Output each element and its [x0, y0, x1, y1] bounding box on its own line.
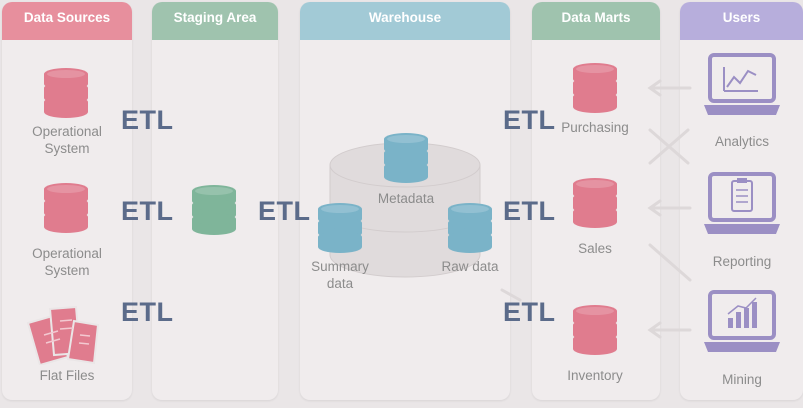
mart-label-purchasing: Purchasing: [561, 120, 629, 135]
users-header: Users: [680, 2, 803, 40]
sales-db-icon: [573, 178, 617, 228]
etl-label-source-2: ETL: [121, 196, 174, 226]
purchasing-db-icon: [573, 63, 617, 113]
raw-data-db-icon: [448, 203, 492, 253]
etl-label-mart-3: ETL: [503, 297, 556, 327]
staging-db-icon: [192, 185, 236, 235]
operational-system-db-icon: [44, 183, 88, 233]
user-label-reporting: Reporting: [712, 254, 772, 269]
warehouse-header: Warehouse: [300, 2, 510, 40]
source-label-operational-2: Operational System: [32, 246, 102, 278]
users-panel: Users: [680, 2, 803, 400]
etl-label-staging: ETL: [258, 196, 311, 226]
user-label-mining: Mining: [722, 372, 762, 387]
source-label-operational-1: Operational System: [32, 124, 102, 156]
mining-laptop-icon: [704, 290, 780, 352]
reporting-laptop-icon: [704, 172, 780, 234]
data-sources-header: Data Sources: [2, 2, 132, 40]
warehouse-label-raw: Raw data: [441, 259, 499, 274]
warehouse-label-metadata: Metadata: [377, 191, 435, 206]
warehouse-label-summary: Summary data: [311, 259, 369, 291]
staging-area-header: Staging Area: [152, 2, 278, 40]
connector-arrows: [500, 79, 692, 339]
metadata-db-icon: [384, 133, 428, 183]
source-label-flat-files: Flat Files: [39, 368, 95, 383]
flat-files-icon: [26, 305, 100, 365]
inventory-db-icon: [573, 305, 617, 355]
etl-label-source-1: ETL: [121, 105, 174, 135]
data-marts-header: Data Marts: [532, 2, 660, 40]
analytics-laptop-icon: [704, 53, 780, 115]
etl-label-mart-1: ETL: [503, 105, 556, 135]
etl-label-source-3: ETL: [121, 297, 174, 327]
operational-system-db-icon: [44, 68, 88, 118]
etl-label-mart-2: ETL: [503, 196, 556, 226]
mart-label-inventory: Inventory: [567, 368, 623, 383]
summary-data-db-icon: [318, 203, 362, 253]
user-label-analytics: Analytics: [714, 134, 770, 149]
mart-label-sales: Sales: [578, 241, 612, 256]
